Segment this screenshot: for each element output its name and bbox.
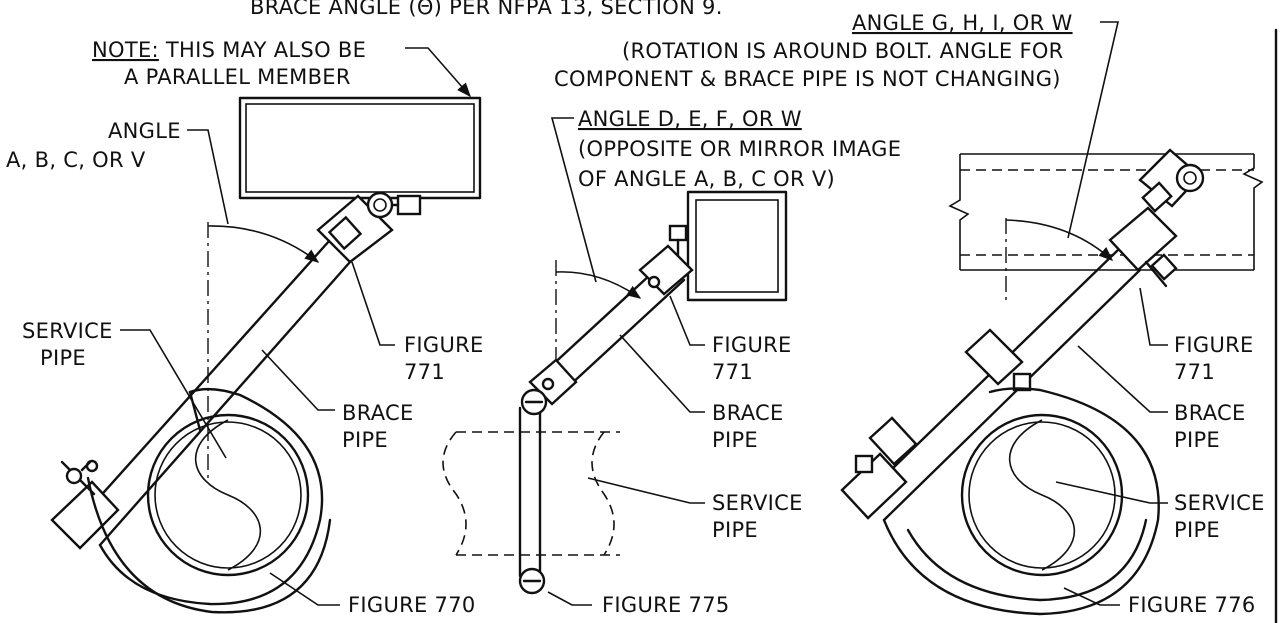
fig776-brace-label-1: BRACE [1174,401,1246,425]
fig770-service-pipe [146,413,310,577]
fig775-brace-leader [619,334,705,413]
fig770-u-strap [80,387,324,606]
fig775-paren-line2: OF ANGLE A, B, C OR V) [578,167,835,191]
fig776-rotation-line1: (ROTATION IS AROUND BOLT. ANGLE FOR [622,39,1064,63]
fig776-u-strap [882,387,1160,616]
fig776-brace-label-2: PIPE [1174,428,1220,452]
fig776-service-label-2: PIPE [1174,518,1220,542]
fig770-brace-pipe [68,238,332,532]
fig776-caption-leader [1063,587,1120,606]
fig776-rotation-line2: COMPONENT & BRACE PIPE IS NOT CHANGING) [554,67,1061,91]
fig775-brace-label-1: BRACE [712,401,784,425]
fig770-brace-leader [261,349,335,411]
fig776-fig771-leader [1139,287,1168,346]
fig776-service-pipe [960,413,1124,577]
fig775-service-leader [587,477,705,504]
fig775-angle-label: ANGLE D, E, F, OR W [578,107,802,131]
fig776-angle-label: ANGLE G, H, I, OR W [852,11,1073,35]
fig770-service-label-2: PIPE [40,346,86,370]
fig770-structural-member [238,96,482,200]
fig776-service-label-1: SERVICE [1174,491,1265,515]
fig775-brace-label-2: PIPE [712,428,758,452]
top-note: BRACE ANGLE (Θ) PER NFPA 13, SECTION 9. [250,0,723,19]
fig770-note-leader [405,47,471,98]
fig775-fig771-label-1: FIGURE [712,333,792,357]
fig775-caption-leader [547,591,592,606]
fig776-fig771-label-1: FIGURE [1174,333,1254,357]
fig770-brace-label-1: BRACE [342,401,414,425]
fig775-component-box [686,190,788,302]
fig770-service-label-1: SERVICE [22,319,113,343]
fig770-note-line2: A PARALLEL MEMBER [124,65,351,89]
fig775-fig771-leader [669,295,705,346]
fig775-service-label-2: PIPE [712,518,758,542]
fig770-angle-leader [187,129,229,225]
figure-776-assembly [840,148,1264,616]
fig775-angle-leader [550,117,597,283]
fig770-fig771-label-1: FIGURE [404,333,484,357]
fig776-brace-leader [1077,345,1168,413]
fig775-service-pipe [456,431,620,556]
fig776-angle-leader [1067,21,1120,239]
figure-775-assembly [442,190,788,595]
fig775-paren-line1: (OPPOSITE OR MIRROR IMAGE [578,137,901,161]
fig776-angle-arc [1005,219,1114,261]
fig770-caption: FIGURE 770 [348,593,476,617]
fig775-service-label-1: SERVICE [712,491,803,515]
fig775-angle-arc [555,271,642,299]
fig770-note: NOTE: THIS MAY ALSO BE [92,38,366,62]
fig770-note-underlined: NOTE: [92,38,159,62]
fig776-service-leader [1055,481,1168,504]
fig770-fig771-leader [351,261,395,346]
fig770-service-leader [120,329,227,459]
fig776-caption: FIGURE 776 [1128,593,1256,617]
fig770-angle-letters: A, B, C, OR V [6,148,146,172]
fig776-fig771-label-2: 771 [1174,360,1215,384]
fig770-fig771-label-2: 771 [404,360,445,384]
figure-770-assembly [50,96,482,614]
fig775-caption: FIGURE 775 [602,593,730,617]
fig775-fig771-label-2: 771 [712,360,753,384]
fig770-angle-arc [207,225,320,263]
fig770-caption-leader [269,572,340,606]
fig770-brace-label-2: PIPE [342,428,388,452]
fig770-angle-word: ANGLE [108,119,181,143]
